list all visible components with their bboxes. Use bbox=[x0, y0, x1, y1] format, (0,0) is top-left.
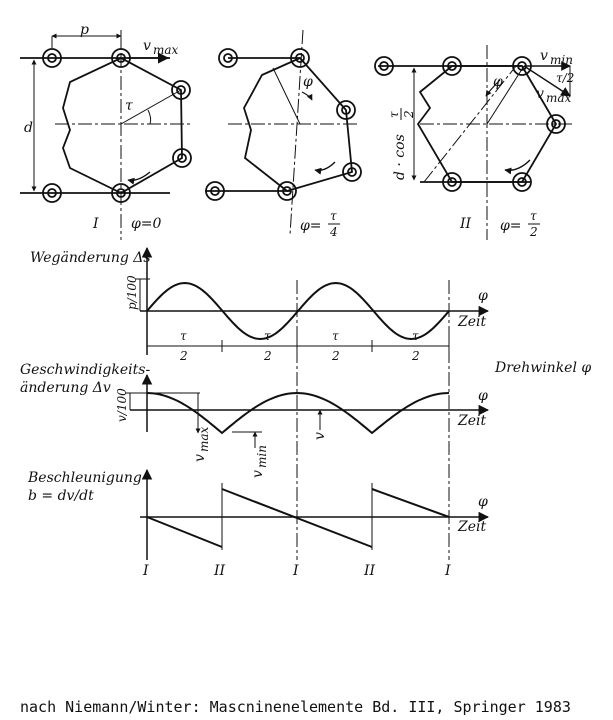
svg-text:I: I bbox=[444, 563, 451, 579]
graph1-tau-labels: τ 2 τ 2 τ 2 τ 2 bbox=[179, 329, 420, 363]
svg-text:2: 2 bbox=[411, 349, 420, 363]
pos3-roman: II bbox=[459, 216, 472, 232]
tau-half-label: τ/2 bbox=[556, 71, 574, 85]
graph2-vmin: v bbox=[250, 470, 266, 478]
graph3-title-line2: b = dv/dt bbox=[28, 488, 94, 504]
pos2-frac-num: τ bbox=[330, 209, 337, 223]
sprocket-position-3 bbox=[374, 45, 575, 240]
graph2-velocity-curve bbox=[146, 391, 450, 435]
graph2-y-scale: v/100 bbox=[115, 388, 129, 422]
pos3-frac-den: 2 bbox=[529, 225, 538, 239]
vmax2-sub: max bbox=[546, 91, 572, 105]
graph3-zeit: Zeit bbox=[457, 519, 486, 535]
pos1-angle: φ=0 bbox=[131, 216, 162, 232]
graph2-title-line1: Geschwindigkeits- bbox=[20, 362, 150, 378]
vmax2-label: v bbox=[536, 86, 544, 102]
graph2-vmax-sub: max bbox=[197, 426, 211, 452]
pos3-frac-num: τ bbox=[530, 209, 537, 223]
phi-label-3: φ bbox=[493, 74, 503, 90]
phi-label-2: φ bbox=[303, 74, 313, 90]
pos2-frac-den: 4 bbox=[329, 225, 338, 239]
graph2-vmin-sub: min bbox=[255, 445, 269, 468]
svg-text:τ: τ bbox=[264, 329, 271, 343]
pitch-label: p bbox=[80, 22, 89, 38]
graph1-title: Wegänderung Δs bbox=[30, 250, 151, 266]
graph2-phi: φ bbox=[478, 388, 488, 404]
vmin-sub: min bbox=[550, 53, 573, 67]
vmin-label: v bbox=[540, 48, 548, 64]
graph3-title-line1: Beschleunigung bbox=[27, 470, 142, 486]
svg-text:τ: τ bbox=[412, 329, 419, 343]
sprocket-outline bbox=[62, 56, 183, 195]
svg-text:II: II bbox=[363, 563, 376, 579]
position-reference-lines bbox=[296, 280, 450, 560]
svg-text:2: 2 bbox=[263, 349, 272, 363]
graph2-v: v bbox=[312, 432, 328, 440]
graph2-axes bbox=[125, 373, 490, 448]
svg-text:II: II bbox=[213, 563, 226, 579]
sprocket-position-1 bbox=[20, 30, 192, 240]
diameter-label: d bbox=[24, 120, 33, 136]
graph3-axes bbox=[140, 468, 490, 560]
graph3-acceleration-curve bbox=[146, 488, 450, 548]
svg-text:τ: τ bbox=[332, 329, 339, 343]
graph3-phi: φ bbox=[478, 494, 488, 510]
svg-text:2: 2 bbox=[331, 349, 340, 363]
pos2-angle: φ= bbox=[300, 218, 322, 234]
svg-text:τ: τ bbox=[180, 329, 187, 343]
graph2-title-line2: änderung Δv bbox=[20, 380, 111, 396]
graph1-sine-curve bbox=[146, 281, 450, 341]
graph3-position-labels: I II I II I bbox=[142, 563, 451, 579]
pos3-angle: φ= bbox=[500, 218, 522, 234]
d-cos-frac-num: τ bbox=[387, 111, 401, 118]
svg-text:2: 2 bbox=[179, 349, 188, 363]
pos1-roman: I bbox=[92, 216, 99, 232]
tau-label: τ bbox=[125, 98, 133, 114]
graph1-phi: φ bbox=[478, 288, 488, 304]
d-cos-frac-den: 2 bbox=[402, 110, 416, 119]
graph1-axes bbox=[135, 246, 490, 355]
svg-text:I: I bbox=[292, 563, 299, 579]
vmax-sub: max bbox=[153, 43, 179, 57]
graph1-y-scale: p/100 bbox=[125, 275, 139, 310]
graph2-zeit: Zeit bbox=[457, 413, 486, 429]
graph2-vmax: v bbox=[192, 454, 208, 462]
drehwinkel-label: Drehwinkel φ bbox=[494, 360, 591, 376]
svg-text:I: I bbox=[142, 563, 149, 579]
source-citation: nach Niemann/Winter: Mascninenelemente B… bbox=[20, 698, 571, 716]
vmax-label: v bbox=[143, 38, 151, 54]
d-cos-label: d · cos bbox=[392, 134, 408, 180]
graph1-zeit: Zeit bbox=[457, 314, 486, 330]
sprocket-position-2 bbox=[205, 29, 362, 236]
